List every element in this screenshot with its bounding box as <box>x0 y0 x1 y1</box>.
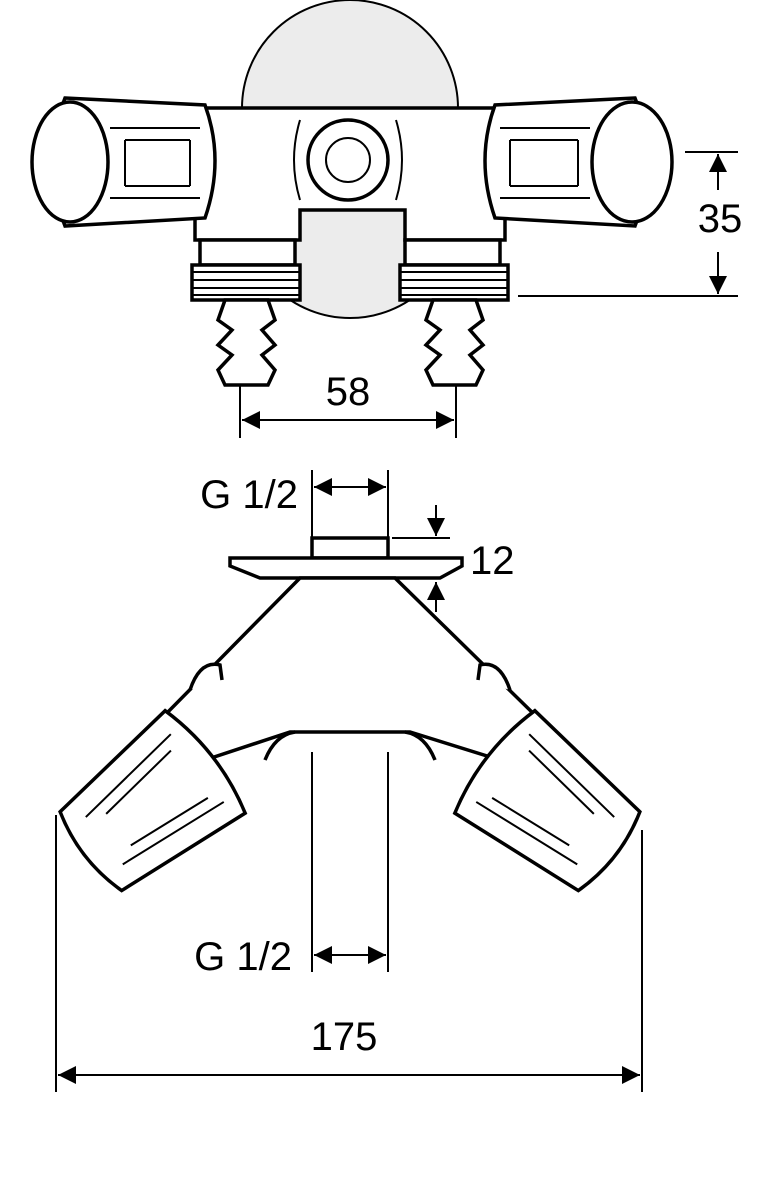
right-outlet <box>398 238 510 387</box>
right-knob <box>476 662 512 691</box>
inlet-inner-circle <box>325 137 371 183</box>
inlet-outer-circle <box>306 118 390 202</box>
right-handle <box>483 96 674 228</box>
thread-stub <box>310 536 390 560</box>
wall-plate <box>228 556 464 580</box>
left-inner-boss <box>263 730 296 761</box>
dimension-35-label: 35 <box>698 197 743 241</box>
right-angled-handle <box>452 708 642 893</box>
front-view: G 1/2 12 <box>55 470 643 1092</box>
left-angled-handle <box>58 708 248 893</box>
left-handle <box>30 96 217 228</box>
dimension-12-label: 12 <box>470 539 515 583</box>
dimension-175-label: 175 <box>311 1015 378 1059</box>
dimension-12: 12 <box>392 505 515 612</box>
body-contour-left <box>293 119 301 201</box>
thread-top-label: G 1/2 <box>200 473 298 517</box>
right-inner-boss <box>404 730 437 761</box>
dimension-58-label: 58 <box>326 370 371 414</box>
body-contour-right <box>395 119 403 201</box>
dimension-175: 175 <box>55 815 643 1092</box>
dimension-thread-bottom: G 1/2 <box>194 752 389 979</box>
dimension-58: 58 <box>239 370 457 438</box>
dimension-thread-top: G 1/2 <box>200 470 389 540</box>
left-outlet <box>190 238 302 387</box>
dimension-35: 35 <box>518 151 743 297</box>
top-view: 35 58 <box>30 0 743 438</box>
thread-bottom-label: G 1/2 <box>194 935 292 979</box>
left-knob <box>188 662 224 691</box>
